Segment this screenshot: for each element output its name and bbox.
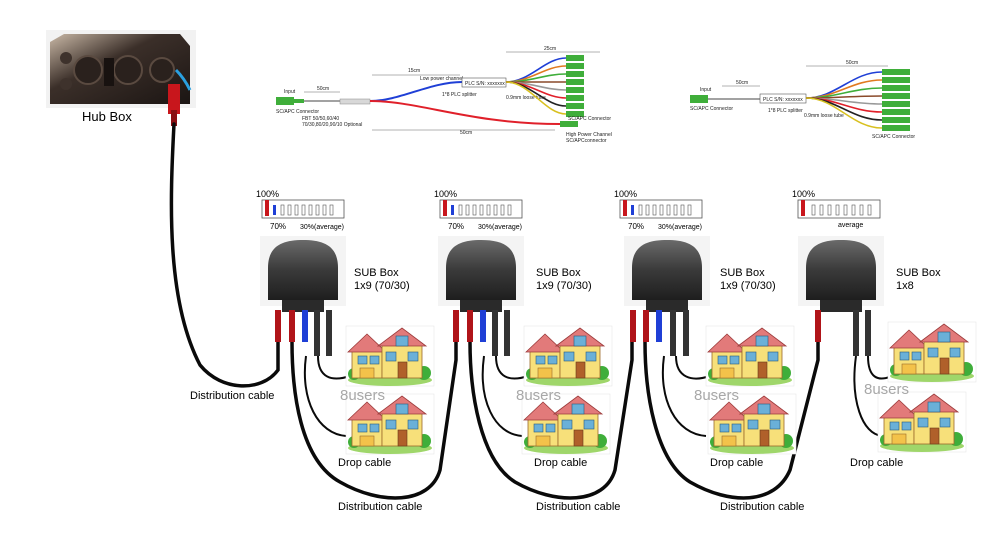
house-icon	[705, 325, 795, 387]
distribution-cable-label: Distribution cable	[720, 501, 804, 513]
len-out-2: 50cm	[846, 60, 858, 66]
splitter-1x9-diagram: Input SC/APC Connector FBT 50/50,60/40 7…	[276, 46, 612, 144]
sub-box-3: 100% 70% 30%(average) SUB Box 1x9 (70/30…	[614, 189, 797, 455]
sub-box-ratio: 1x9 (70/30)	[536, 280, 592, 292]
sub-box-body	[446, 240, 516, 300]
connectors	[630, 310, 689, 356]
sub-box-ratio: 1x9 (70/30)	[720, 280, 776, 292]
low-channel-label: Low power channel	[420, 76, 463, 82]
pct-30: 30%(average)	[658, 224, 702, 231]
pct-100: 100%	[434, 189, 457, 199]
drop-cable-label: Drop cable	[710, 457, 763, 469]
sub-box-2: 100% 70% 30%(average) SUB Box 1x9 (70/30…	[434, 189, 613, 455]
high-channel-label: High Power Channel	[566, 132, 612, 138]
house-icon	[523, 325, 613, 387]
users-label: 8users	[864, 381, 909, 398]
pct-70: 70%	[448, 222, 464, 231]
tube-label-2: 0.9mm loose tube	[804, 113, 844, 119]
plc-sn-2: PLC S/N: xxxxxxx	[763, 97, 803, 103]
tube-label: 0.9mm loose tube	[506, 95, 546, 101]
input-label-2: Input	[700, 87, 712, 93]
drop-cable-label: Drop cable	[850, 457, 903, 469]
sub-box-body	[806, 240, 876, 300]
house-icon	[877, 391, 967, 453]
connector-label-2: SC/APC Connector	[690, 106, 733, 112]
drop-cable-label: Drop cable	[534, 457, 587, 469]
sub-box-title: SUB Box	[536, 267, 581, 279]
distribution-cable-paths	[169, 122, 820, 500]
connectors	[275, 310, 332, 356]
distribution-cable-label: Distribution cable	[338, 501, 422, 513]
plc-sn: PLC S/N: xxxxxxx	[465, 81, 505, 87]
ratio-note-2: 70/30,80/20,90/10 Optional	[302, 122, 362, 128]
users-label: 8users	[694, 387, 739, 404]
distribution-cable-label: Distribution cable	[536, 501, 620, 513]
house-icon	[345, 325, 435, 387]
hub-box: Hub Box	[46, 30, 196, 126]
sub-box-ratio: 1x8	[896, 280, 914, 292]
pct-average: average	[838, 222, 863, 229]
sub-box-body	[268, 240, 338, 300]
input-label: Input	[284, 89, 296, 95]
len-low: 15cm	[408, 68, 420, 74]
pct-30: 30%(average)	[478, 224, 522, 231]
connectors	[815, 310, 871, 356]
users-label: 8users	[340, 387, 385, 404]
drop-cable-paths	[303, 355, 893, 437]
len-high: 50cm	[460, 130, 472, 136]
sub-box-ratio: 1x9 (70/30)	[354, 280, 410, 292]
len-input-2: 50cm	[736, 80, 748, 86]
sub-box-title: SUB Box	[720, 267, 765, 279]
pct-70: 70%	[628, 222, 644, 231]
pct-70: 70%	[270, 222, 286, 231]
plc-type: 1*8 PLC splitter	[442, 92, 477, 98]
pct-30: 30%(average)	[300, 224, 344, 231]
hub-box-label: Hub Box	[82, 109, 132, 124]
pct-100: 100%	[614, 189, 637, 199]
drop-cable-label: Drop cable	[338, 457, 391, 469]
sub-box-4: 100% average SUB Box 1x8 8users	[792, 189, 977, 453]
splitter-1x8-diagram: Input SC/APC Connector 50cm 50cm PLC S/N…	[690, 60, 915, 140]
house-icon	[887, 321, 977, 383]
pct-100: 100%	[256, 189, 279, 199]
sub-box-title: SUB Box	[896, 267, 941, 279]
out-connector-label: SC/APC Connector	[568, 116, 611, 122]
users-label: 8users	[516, 387, 561, 404]
sub-box-title: SUB Box	[354, 267, 399, 279]
distribution-cable-label: Distribution cable	[190, 390, 274, 402]
len-input: 50cm	[317, 86, 329, 92]
connectors	[453, 310, 510, 356]
sub-box-body	[632, 240, 702, 300]
connector-label: SC/APC Connector	[276, 109, 319, 115]
high-channel-connector: SC/APCconnector	[566, 138, 607, 144]
plc-type-2: 1*8 PLC splitter	[768, 108, 803, 114]
pct-100: 100%	[792, 189, 815, 199]
sub-box-1: 100% 70% 30%(average) SUB Box 1x9 (70/30…	[256, 189, 435, 455]
ratio-note-1: FBT 50/50,60/40	[302, 116, 339, 122]
len-out: 25cm	[544, 46, 556, 52]
out-connector-label-2: SC/APC Connector	[872, 134, 915, 140]
